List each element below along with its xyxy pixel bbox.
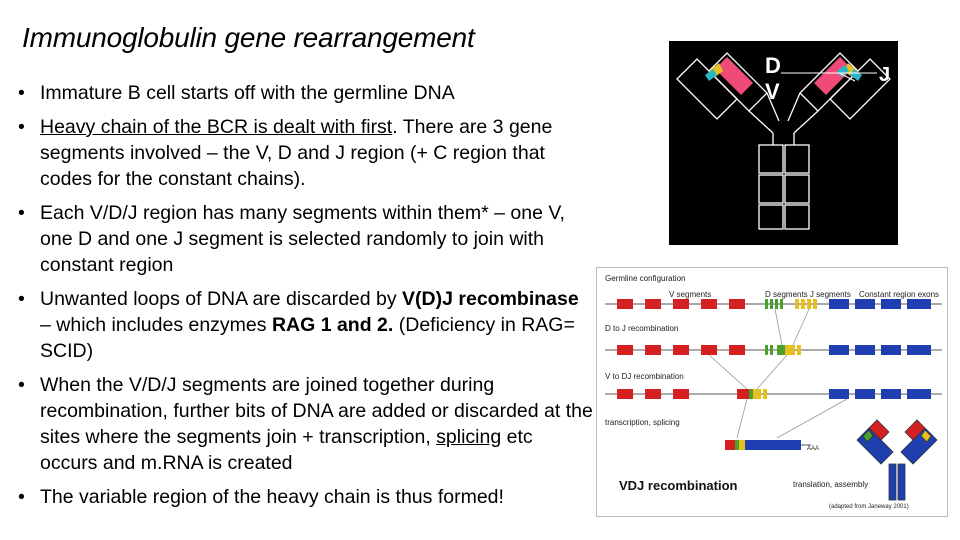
bullet-text: – which includes enzymes	[40, 314, 272, 336]
figure-caption: VDJ recombination	[619, 478, 738, 493]
bullet-text: The variable region of the heavy chain i…	[40, 486, 504, 508]
bullet-text: Immature B cell starts off with the germ…	[40, 82, 455, 104]
bullet-marker: •	[18, 82, 25, 104]
antibody-diagram: D V J	[669, 41, 898, 245]
bullet-item: •Unwanted loops of DNA are discarded by …	[18, 286, 593, 364]
label-constant: Constant region exons	[859, 290, 940, 299]
antibody-diagram-svg: D V J	[676, 52, 891, 230]
bullet-text: Heavy chain of the BCR is dealt with fir…	[40, 116, 393, 138]
label-transcription: transcription, splicing	[605, 418, 680, 427]
label-vdj-recomb: V to DJ recombination	[605, 372, 684, 381]
label-aaa: AAA	[807, 446, 820, 452]
bullet-item: • Immature B cell starts off with the ger…	[18, 80, 593, 106]
bullet-text: RAG 1 and 2.	[271, 314, 394, 336]
bullet-text: Each V/D/J region has many segments with…	[40, 202, 565, 276]
label-germline: Germline configuration	[605, 274, 686, 283]
vdj-schematic-svg	[605, 299, 942, 501]
bullet-text: (Deficiency in RAG= SCID)	[40, 314, 575, 362]
bullet-marker: •	[18, 288, 25, 310]
label-dj-segments: D segments J segments	[765, 290, 851, 299]
bullet-item: • The variable region of the heavy chain …	[18, 484, 593, 510]
bullet-item: • When the V/D/J segments are joined toge…	[18, 372, 593, 476]
bullet-list: • Immature B cell starts off with the ger…	[18, 80, 593, 518]
label-source: (adapted from Janeway 2001)	[829, 504, 909, 510]
label-dj-recomb: D to J recombination	[605, 324, 679, 333]
label-j: J	[879, 64, 890, 86]
bullet-text: splicing	[436, 426, 502, 448]
bullet-marker: •	[18, 116, 25, 138]
bullet-text: . There are 3 gene segments involved – t…	[40, 116, 553, 190]
bullet-text: When the V/D/J segments are joined toget…	[40, 374, 593, 448]
label-d: D	[765, 53, 781, 78]
label-v-segments: V segments	[669, 290, 712, 299]
bullet-text: Unwanted loops of DNA are discarded by	[40, 288, 403, 310]
bullet-marker: •	[18, 374, 25, 396]
vdj-recombination-figure: Germline configuration V segments D segm…	[596, 267, 948, 517]
bullet-marker: •	[18, 202, 25, 224]
bullet-item: • Each V/D/J region has many segments wit…	[18, 200, 593, 278]
slide-title: Immunoglobulin gene rearrangement	[22, 22, 475, 53]
label-translation: translation, assembly	[793, 480, 869, 489]
bullet-item: • Heavy chain of the BCR is dealt with fi…	[18, 114, 593, 192]
bullet-text: etc occurs and m.RNA is created	[40, 426, 533, 474]
bullet-text: V(D)J recombinase	[402, 288, 579, 310]
bullet-marker: •	[18, 486, 25, 508]
label-v: V	[765, 79, 780, 104]
